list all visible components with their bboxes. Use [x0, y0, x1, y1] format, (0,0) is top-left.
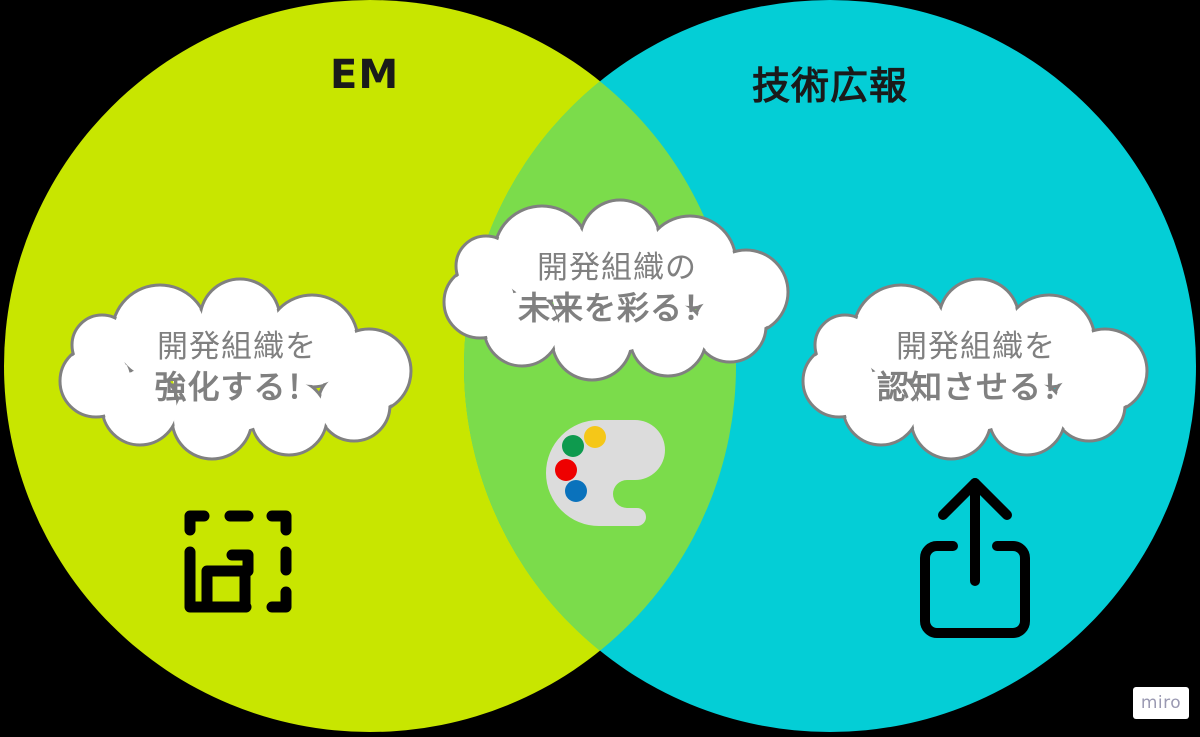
palette-dot-blue: [565, 480, 587, 502]
cloud-bubble-center: 開発組織の 未来を彩る！: [430, 198, 804, 382]
paint-palette-glyph: [546, 420, 665, 526]
right-circle-label: 技術広報: [752, 64, 909, 108]
cloud-left-text: 開発組織を 強化する！: [44, 283, 430, 453]
cloud-right-line1: 開発組織を: [896, 329, 1056, 366]
cloud-bubble-left: 開発組織を 強化する！: [44, 277, 430, 461]
share-upload-icon: [913, 473, 1038, 641]
cloud-shape-center: [442, 198, 790, 382]
palette-dot-green: [562, 435, 584, 457]
left-circle-label: EM: [330, 52, 400, 98]
scale-frame-icon: [166, 500, 301, 625]
cloud-center-line2: 未来を彩る！: [517, 289, 716, 328]
miro-watermark: miro: [1133, 687, 1189, 719]
cloud-shape-left: [58, 277, 413, 461]
paint-palette-icon: [541, 418, 673, 526]
scale-frame-glyph: [184, 510, 292, 613]
share-upload-glyph: [920, 478, 1030, 638]
cloud-right-text: 開発組織を 認知させる！: [789, 283, 1163, 453]
overlap-region: [464, 0, 736, 732]
miro-watermark-label: miro: [1140, 693, 1182, 713]
palette-dot-yellow: [584, 426, 606, 448]
palette-dot-red: [555, 459, 577, 481]
cloud-left-line1: 開発組織を: [157, 329, 317, 366]
cloud-shape-right: [801, 277, 1149, 461]
cloud-left-line2: 強化する！: [154, 368, 320, 407]
cloud-center-line1: 開発組織の: [537, 250, 697, 287]
cloud-right-line2: 認知させる！: [876, 368, 1075, 407]
cloud-center-text: 開発組織の 未来を彩る！: [430, 204, 804, 374]
cloud-bubble-right: 開発組織を 認知させる！: [789, 277, 1163, 461]
